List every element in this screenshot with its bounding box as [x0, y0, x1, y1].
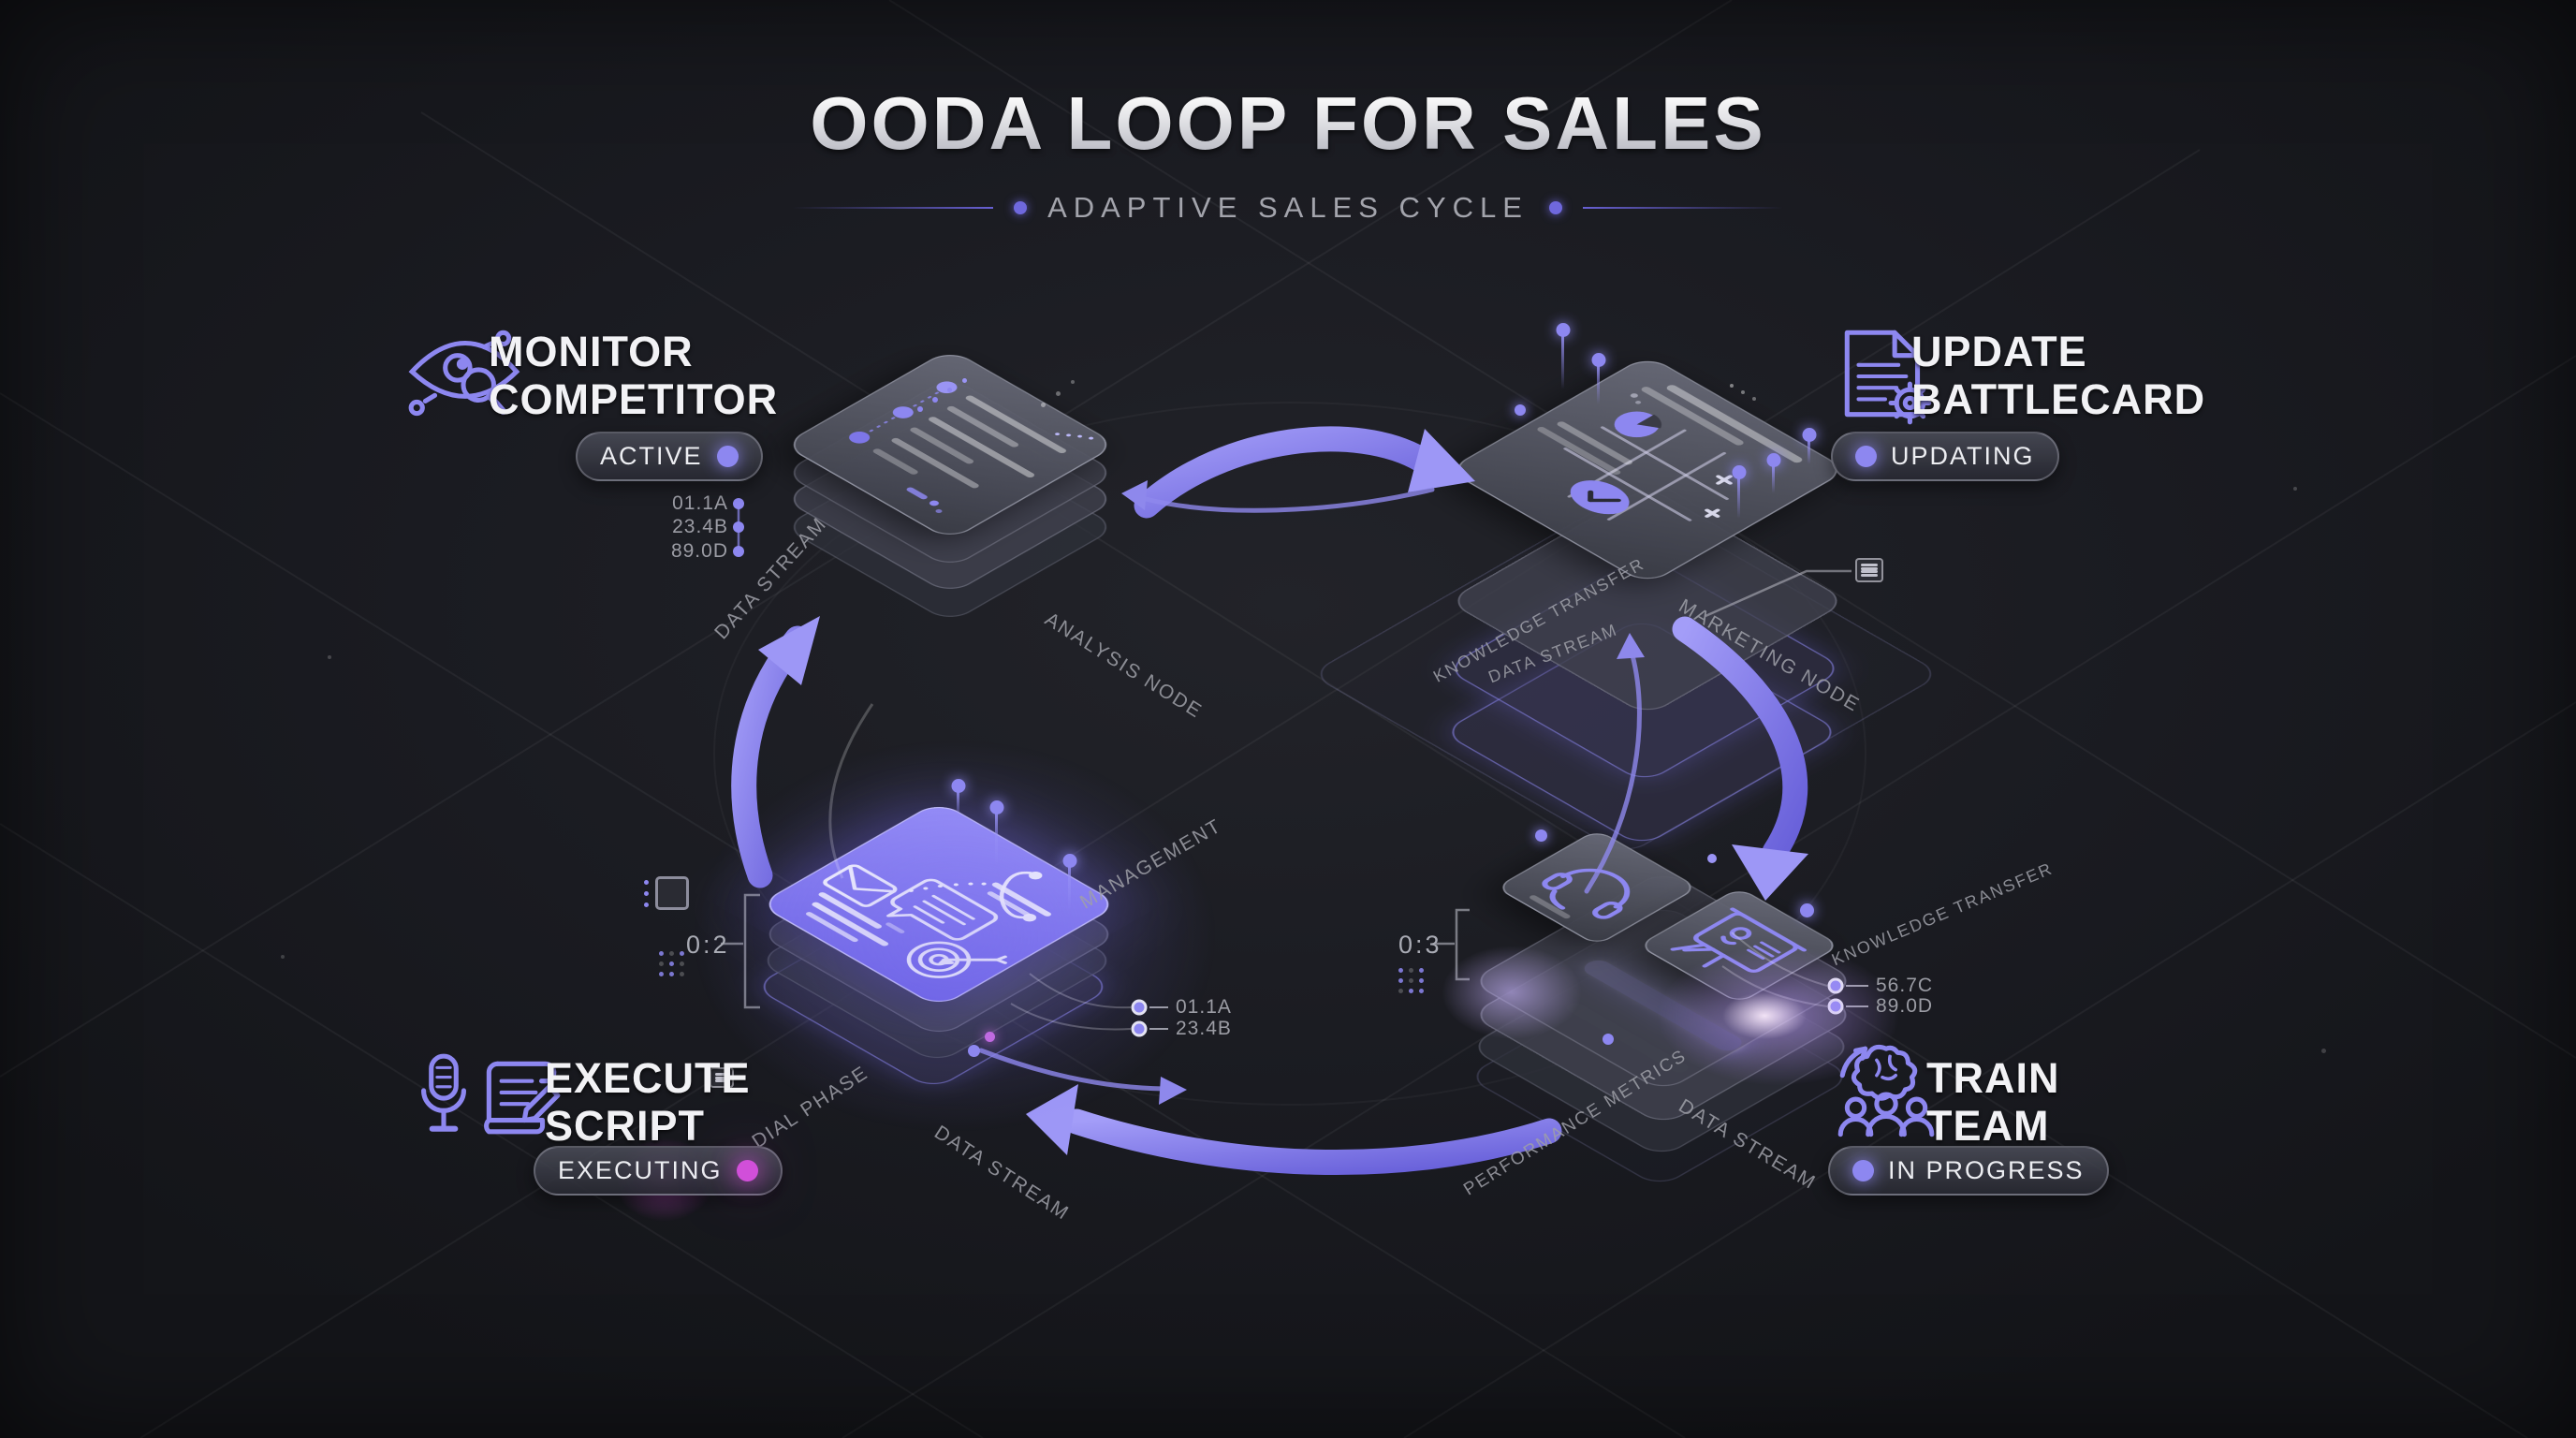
chip-icon: [655, 876, 689, 910]
metric-label: 23.4B: [672, 516, 728, 537]
timeline-chart-icon: [849, 381, 1094, 513]
metric-label: 23.4B: [1176, 1018, 1232, 1039]
status-badge-train: IN PROGRESS: [1828, 1146, 2109, 1196]
metric-label: 01.1A: [1176, 996, 1232, 1018]
dot-grid-icon: [659, 951, 690, 982]
battlecard-face: [1446, 354, 1849, 586]
flow-label-analysis-node: ANALYSIS NODE: [1041, 608, 1207, 723]
station-title-line: COMPETITOR: [489, 375, 779, 423]
status-badge-update: UPDATING: [1831, 432, 2059, 481]
monitor-metric-connector: [733, 498, 744, 557]
station-title-line: EXECUTE: [545, 1054, 751, 1102]
station-title-execute: EXECUTE SCRIPT: [545, 1054, 751, 1150]
script-pen-icon: [484, 1061, 561, 1135]
execute-card-face: [757, 800, 1120, 1009]
metric-label: 56.7C: [1876, 975, 1934, 996]
microphone-icon: [421, 1053, 466, 1132]
flow-label-knowledge-transfer-right: KNOWLEDGE TRANSFER: [1828, 858, 2056, 970]
status-badge-label: IN PROGRESS: [1888, 1156, 2085, 1184]
status-dot-icon: [1852, 1160, 1874, 1181]
subtitle-line-right: [1582, 207, 1784, 209]
station-title-line: BATTLECARD: [1911, 375, 2206, 423]
eye-scan-icon: [408, 330, 520, 417]
station-title-line: UPDATE: [1911, 328, 2087, 375]
page-title: OODA LOOP FOR SALES: [0, 81, 2576, 167]
status-dot-icon: [716, 446, 739, 467]
station-title-update: UPDATE BATTLECARD: [1911, 328, 2205, 423]
headset-icon: [1530, 868, 1631, 919]
metric-label: 01.1A: [672, 492, 728, 514]
subtitle-row: ADAPTIVE SALES CYCLE: [0, 191, 2576, 225]
brain-team-icon: [1837, 1044, 1935, 1137]
counter-execute: 0:2: [686, 931, 730, 959]
station-title-line: SCRIPT: [545, 1102, 706, 1150]
status-badge-label: EXECUTING: [558, 1156, 723, 1184]
page-subtitle: ADAPTIVE SALES CYCLE: [1047, 191, 1529, 224]
document-gear-icon: [1844, 330, 1932, 425]
subtitle-line-left: [792, 207, 994, 209]
dot-grid-icon: [1398, 968, 1429, 999]
status-dot-icon: [1855, 446, 1877, 467]
metric-label: 89.0D: [1876, 995, 1934, 1017]
station-title-line: TEAM: [1926, 1102, 2050, 1150]
subtitle-dot-left: [1014, 201, 1028, 214]
status-dot-icon: [736, 1160, 758, 1181]
flow-label-data-stream-bottom: DATA STREAM: [930, 1121, 1074, 1225]
status-badge-label: ACTIVE: [600, 442, 703, 470]
status-badge-monitor: ACTIVE: [576, 432, 763, 481]
station-title-monitor: MONITOR COMPETITOR: [489, 328, 778, 423]
counter-train: 0:3: [1398, 931, 1442, 959]
station-title-line: MONITOR: [489, 328, 694, 375]
metric-label: 89.0D: [670, 540, 728, 562]
list-icon: [1855, 558, 1883, 582]
coaching-card: [1495, 829, 1699, 946]
status-badge-label: UPDATING: [1891, 442, 2035, 470]
subtitle-dot-right: [1548, 201, 1562, 214]
list-icon-small: [710, 1067, 734, 1088]
station-title-train: TRAIN TEAM: [1926, 1054, 2059, 1150]
outreach-icons: [805, 864, 1051, 978]
station-title-line: TRAIN: [1926, 1054, 2060, 1102]
status-badge-execute: EXECUTING: [534, 1146, 783, 1196]
battlecard-grid-icon: [1537, 385, 1803, 521]
monitor-card-face: [782, 347, 1119, 542]
